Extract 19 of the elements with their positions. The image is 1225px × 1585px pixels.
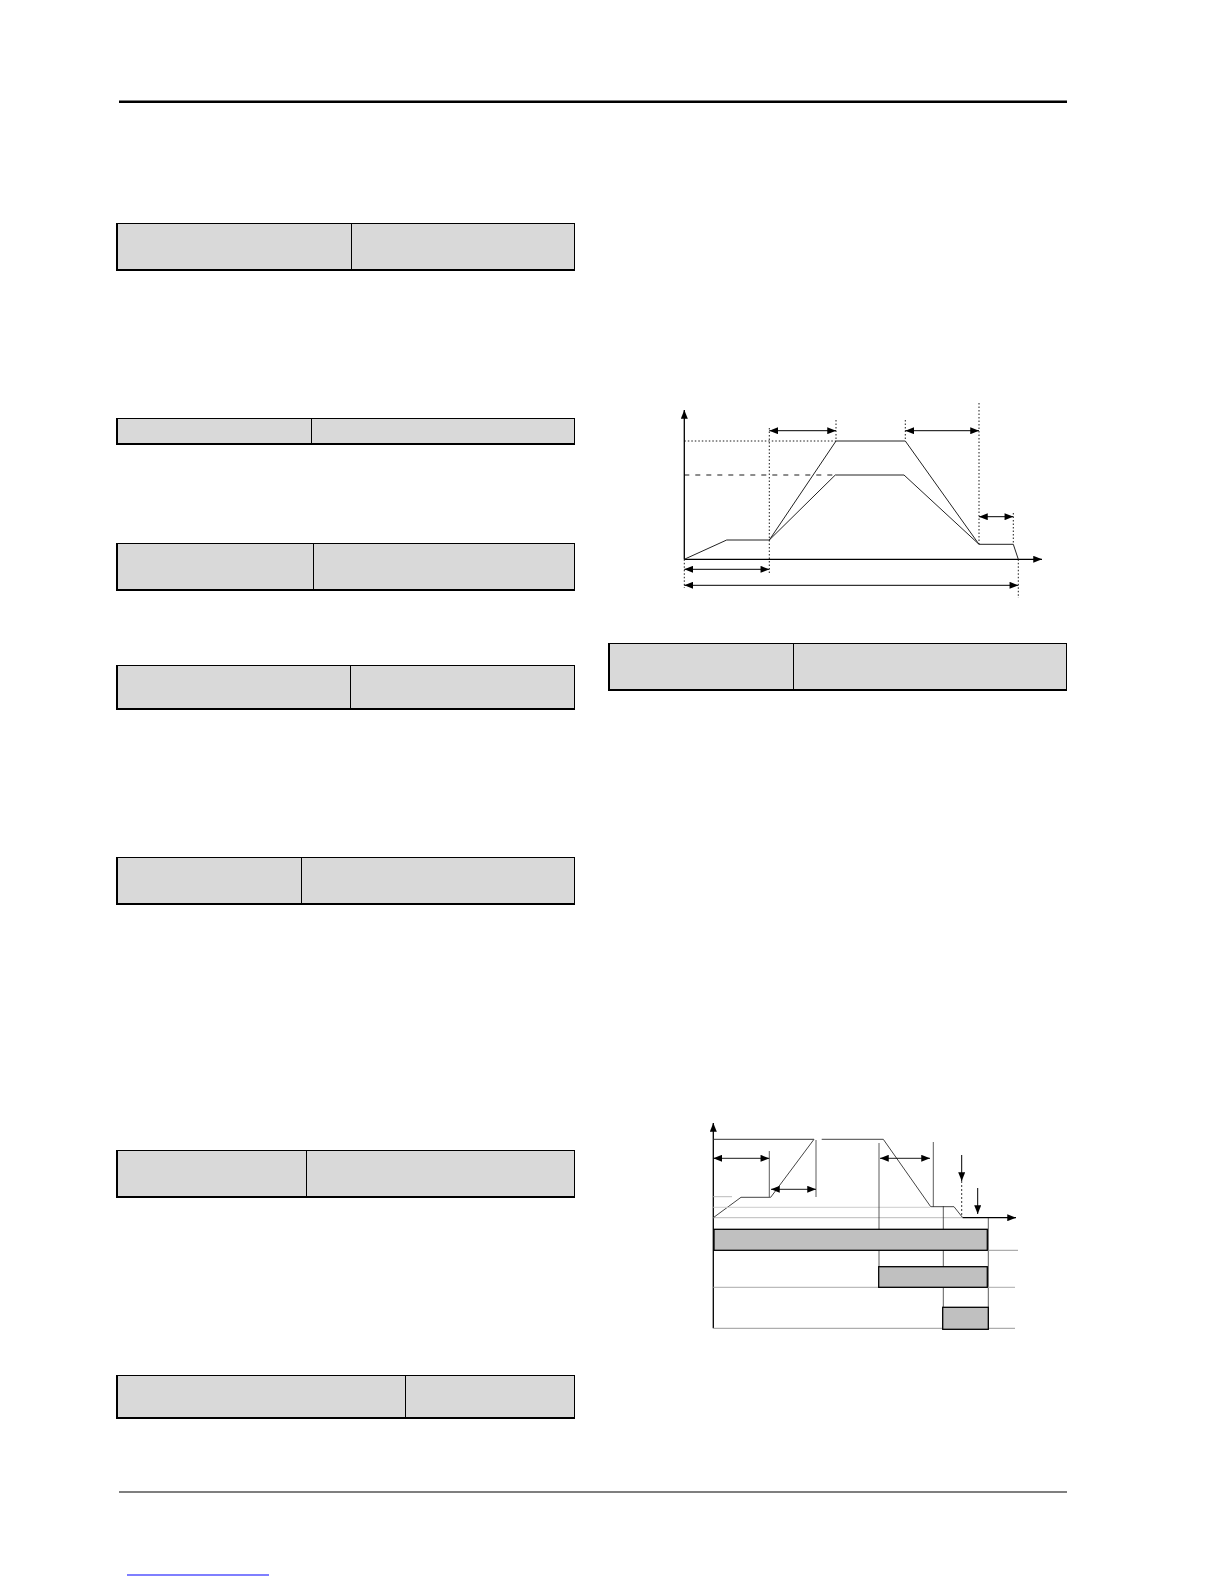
table-cell	[351, 665, 575, 710]
table-cell	[116, 418, 312, 445]
timing-bar	[713, 1228, 988, 1251]
table-cell	[312, 418, 575, 445]
table-cell	[314, 543, 575, 591]
table-cell	[794, 643, 1067, 691]
table-cell	[116, 1150, 307, 1198]
table-cell	[116, 223, 352, 271]
table-cell	[352, 223, 575, 271]
table-cell	[116, 857, 302, 905]
table-cell	[116, 665, 351, 710]
timing-bar	[878, 1266, 988, 1288]
table-cell	[406, 1375, 575, 1419]
table-cell	[116, 543, 314, 591]
table-cell	[307, 1150, 575, 1198]
timing-bar	[942, 1306, 989, 1330]
table-cell	[302, 857, 575, 905]
table-cell	[608, 643, 794, 691]
table-cell	[116, 1375, 406, 1419]
